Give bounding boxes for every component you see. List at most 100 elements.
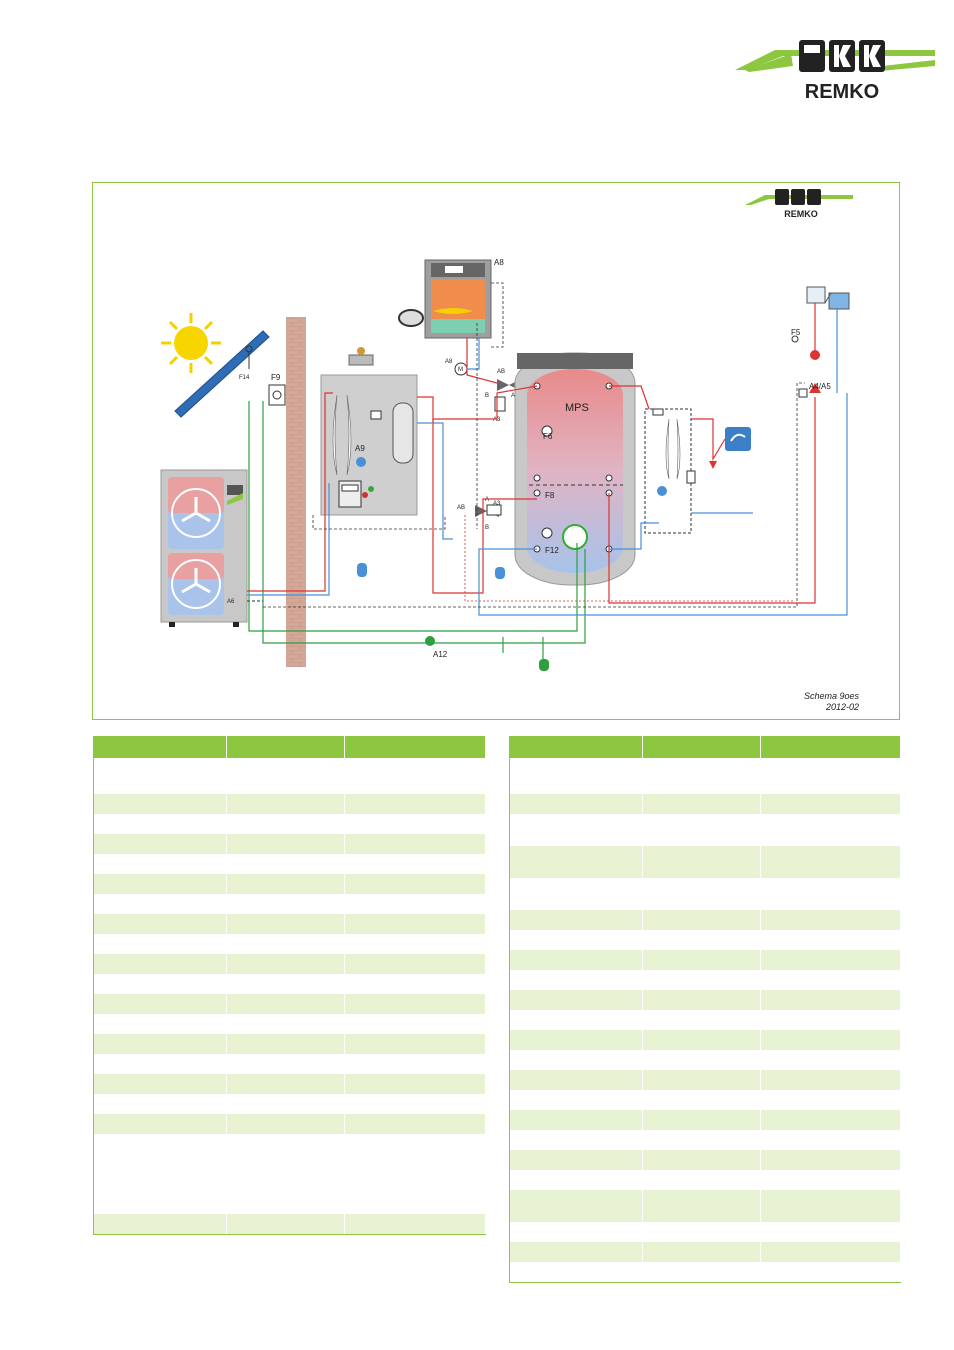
table-cell	[760, 846, 901, 878]
table-cell	[226, 1114, 345, 1134]
table-cell	[226, 834, 345, 854]
table-row	[510, 1222, 901, 1242]
table-cell	[642, 1190, 761, 1222]
table-row	[510, 990, 901, 1010]
table-cell	[226, 1054, 345, 1074]
table-cell	[344, 874, 486, 894]
table-cell	[642, 970, 761, 990]
table-cell	[344, 758, 486, 794]
label-b-mid: B	[485, 525, 489, 531]
table-cell	[510, 950, 643, 970]
table-cell	[94, 758, 227, 794]
table-cell	[226, 854, 345, 874]
caption-scheme: Schema 9oes	[803, 691, 859, 701]
table-cell	[642, 1110, 761, 1130]
table-cell	[642, 910, 761, 930]
label-a-top: A	[511, 393, 515, 399]
solar-pump: A12	[425, 636, 448, 659]
storage-tank-mps: MPS F6 F8 F12	[514, 352, 636, 586]
boiler: A8	[398, 258, 504, 339]
table-cell	[344, 1114, 486, 1134]
table-cell	[510, 1150, 643, 1170]
table-cell	[760, 1222, 901, 1242]
label-a4a5: A4/A5	[809, 382, 831, 391]
table-row	[510, 1050, 901, 1070]
legend-table-right	[509, 736, 901, 1283]
label-a6: A6	[227, 599, 235, 605]
table-row	[510, 1150, 901, 1170]
table-cell	[760, 1070, 901, 1090]
table-cell	[510, 1190, 643, 1222]
table-row	[510, 1262, 901, 1282]
table-cell	[510, 1262, 643, 1282]
table-cell	[94, 974, 227, 994]
table-cell	[344, 914, 486, 934]
table-row	[510, 1030, 901, 1050]
table-cell	[344, 894, 486, 914]
label-a8-mixer: A8	[445, 359, 453, 365]
label-a9: A9	[355, 444, 365, 453]
brick-wall	[286, 317, 306, 667]
table-row	[94, 954, 486, 974]
table-header	[510, 736, 901, 758]
table-cell	[760, 1010, 901, 1030]
table-row	[94, 914, 486, 934]
table-row	[510, 930, 901, 950]
table-cell	[344, 934, 486, 954]
table-cell	[642, 878, 761, 910]
table-cell	[344, 814, 486, 834]
table-row	[510, 950, 901, 970]
table-cell	[226, 814, 345, 834]
label-ab-mid: AB	[457, 505, 465, 511]
table-cell	[344, 794, 486, 814]
label-f14: F14	[239, 375, 250, 381]
table-cell	[642, 1242, 761, 1262]
table-cell	[642, 990, 761, 1010]
table-cell	[760, 930, 901, 950]
table-cell	[344, 1034, 486, 1054]
table-cell	[226, 1014, 345, 1034]
table-row	[94, 1214, 486, 1234]
sun-icon	[161, 313, 221, 373]
table-row	[510, 1110, 901, 1130]
label-a12: A12	[433, 650, 448, 659]
table-cell	[760, 758, 901, 794]
label-a3-mid: A3	[493, 501, 501, 507]
caption-date: 2012-02	[825, 702, 859, 712]
table-cell	[510, 1222, 643, 1242]
table-header	[94, 736, 486, 758]
table-cell	[344, 1014, 486, 1034]
table-cell	[510, 878, 643, 910]
label-ab-top: AB	[497, 369, 505, 375]
table-cell	[642, 1222, 761, 1242]
circulation-pump-red	[709, 461, 717, 469]
table-cell	[642, 814, 761, 846]
table-row	[94, 1034, 486, 1054]
shower-icon	[725, 427, 751, 451]
table-cell	[642, 1150, 761, 1170]
table-cell	[510, 1242, 643, 1262]
table-cell	[760, 970, 901, 990]
table-cell	[510, 930, 643, 950]
table-row	[510, 1242, 901, 1262]
label-a8: A8	[494, 258, 504, 267]
table-row	[510, 1190, 901, 1222]
table-cell	[94, 874, 227, 894]
table-cell	[226, 974, 345, 994]
table-cell	[510, 1030, 643, 1050]
table-cell	[344, 1074, 486, 1094]
remko-wordmark: REMKO	[805, 81, 879, 103]
table-cell	[510, 1110, 643, 1130]
table-cell	[510, 846, 643, 878]
table-cell	[510, 990, 643, 1010]
table-cell	[510, 1090, 643, 1110]
indoor-module: A9	[320, 347, 418, 516]
table-cell	[344, 974, 486, 994]
table-row	[510, 1170, 901, 1190]
label-f8: F8	[545, 491, 555, 500]
table-row	[510, 878, 901, 910]
table-cell	[344, 1134, 486, 1214]
table-cell	[760, 1150, 901, 1170]
table-row	[510, 758, 901, 794]
table-cell	[760, 1242, 901, 1262]
